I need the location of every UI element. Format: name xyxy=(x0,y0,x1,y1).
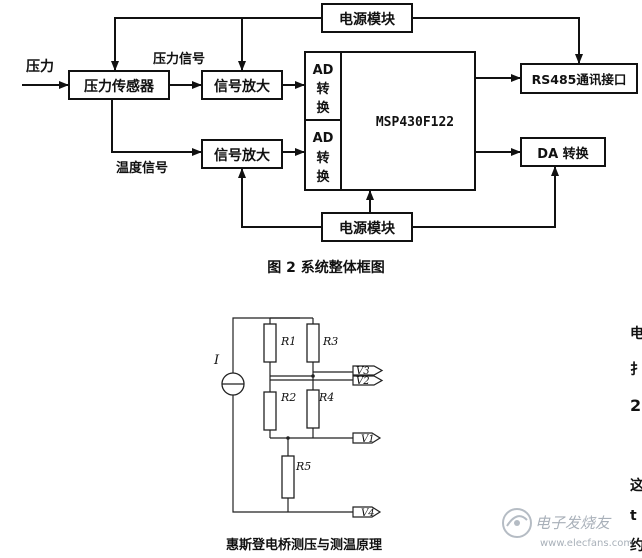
r4-label: R4 xyxy=(318,391,334,404)
terminal-v1: V1 xyxy=(352,432,382,445)
fragment-1: 电 xyxy=(630,325,642,342)
power-to-sensor-line xyxy=(111,17,322,71)
resistor-r4 xyxy=(306,389,320,429)
watermark-logo-icon xyxy=(502,508,532,538)
resistor-r5 xyxy=(281,455,295,499)
da-converter-block xyxy=(520,137,606,167)
r2-label: R2 xyxy=(280,391,296,404)
r5-label: R5 xyxy=(295,460,311,473)
pressure-input-label: 压力 xyxy=(26,58,54,75)
power-to-rs485-line xyxy=(412,17,583,64)
svg-text:V3: V3 xyxy=(356,366,370,377)
ad-converter-2-block xyxy=(304,119,342,191)
da-converter-label: DA 转换 xyxy=(537,146,589,162)
rs485-label: RS485通讯接口 xyxy=(532,72,627,87)
watermark-url: www.elecfans.com xyxy=(540,538,633,549)
watermark-name: 电子发烧友 xyxy=(535,514,612,532)
signal-amp-bottom-label: 信号放大 xyxy=(214,147,270,164)
ad1-line2: 转 xyxy=(316,81,329,97)
temp-signal-arrow xyxy=(111,99,202,156)
fragment-6: 约 xyxy=(630,537,642,554)
power-module-bottom-label: 电源模块 xyxy=(339,220,396,237)
power-module-top-label: 电源模块 xyxy=(339,11,396,28)
elecfans-watermark: 电子发烧友 www.elecfans.com xyxy=(502,508,633,549)
ad2-line2: 转 xyxy=(316,150,329,166)
rs485-block xyxy=(520,63,638,94)
pressure-signal-label: 压力信号 xyxy=(153,51,205,67)
bridge-caption: 惠斯登电桥测压与测温原理 xyxy=(226,537,382,553)
resistor-r2 xyxy=(263,391,277,431)
terminal-v2: V2 xyxy=(352,375,384,387)
signal-amp-bottom-block xyxy=(201,139,283,169)
fragment-3: 2 xyxy=(630,396,641,415)
system-block-diagram: 压力 压力传感器 压力信号 信号放大 温度信号 信号放大 MSP430F122 … xyxy=(22,3,638,276)
fragment-2: 扌 xyxy=(630,361,642,378)
cropped-text-fragments: 电 扌 2 这 t 约 xyxy=(630,325,642,554)
power-to-amp-bottom-line xyxy=(238,168,322,228)
fragment-5: t xyxy=(630,508,637,524)
block-diagram-caption: 图 2 系统整体框图 xyxy=(267,259,385,276)
fragment-4: 这 xyxy=(630,477,642,494)
ad1-line1: AD xyxy=(313,63,334,78)
ad1-line3: 换 xyxy=(316,100,330,116)
power-to-da-line xyxy=(412,166,559,228)
terminal-v4: V4 xyxy=(352,506,382,519)
resistor-r1 xyxy=(263,323,277,363)
pressure-sensor-label: 压力传感器 xyxy=(84,78,155,95)
svg-text:V2: V2 xyxy=(356,376,370,387)
outer-loop-wire xyxy=(232,317,353,513)
ad2-line1: AD xyxy=(313,131,334,146)
svg-text:V4: V4 xyxy=(361,508,375,519)
wheatstone-bridge-circuit: I R1 R2 R3 R4 R5 V3 xyxy=(213,317,384,553)
signal-amp-top-label: 信号放大 xyxy=(214,78,270,95)
r1-label: R1 xyxy=(280,335,296,348)
terminal-v3: V3 xyxy=(352,365,384,377)
resistor-r3 xyxy=(306,323,320,363)
current-source-label: I xyxy=(213,353,220,368)
mcu-label: MSP430F122 xyxy=(376,115,454,130)
svg-text:V1: V1 xyxy=(361,434,375,445)
power-module-top-block xyxy=(321,3,413,33)
r3-label: R3 xyxy=(322,335,338,348)
ad2-line3: 换 xyxy=(316,169,330,185)
ad-converter-1-block xyxy=(304,51,342,121)
temp-signal-label: 温度信号 xyxy=(116,160,168,176)
